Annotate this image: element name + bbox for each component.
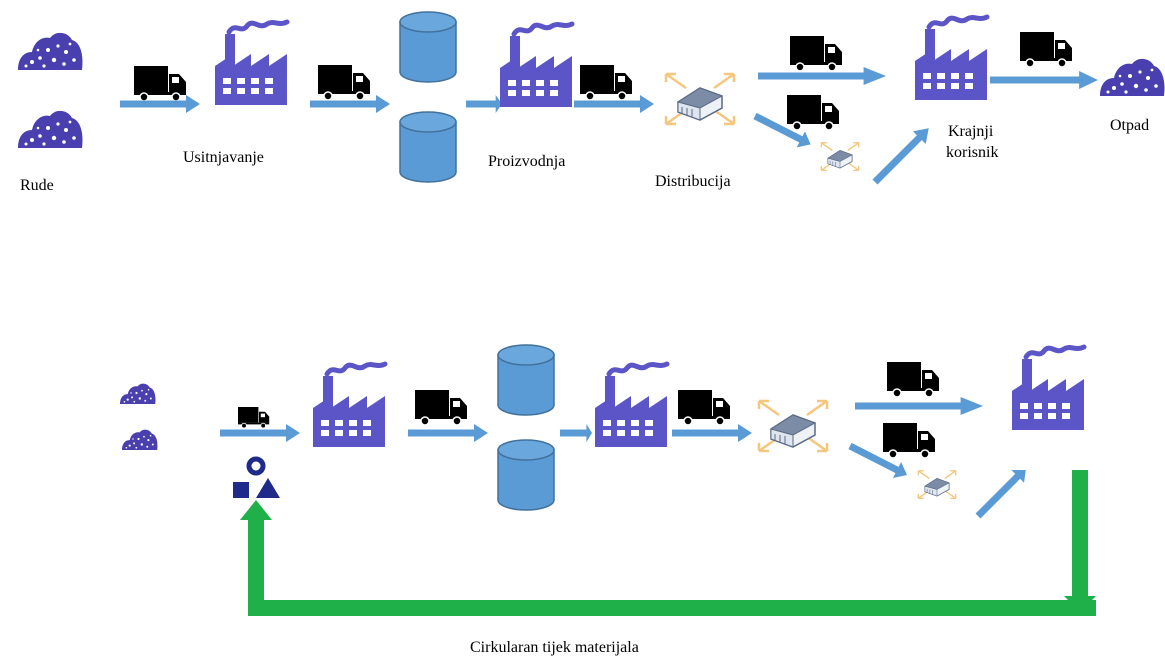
label-ores: Rude bbox=[20, 177, 54, 194]
factory-icon bbox=[313, 364, 385, 447]
tank-icon bbox=[497, 344, 555, 416]
ore-pile-icon bbox=[120, 383, 156, 404]
truck-icon bbox=[786, 94, 840, 131]
ore-pile-icon bbox=[122, 429, 158, 450]
ore-pile-icon bbox=[1100, 58, 1165, 96]
truck-icon bbox=[237, 406, 270, 429]
circular-flow: Cirkularan tijek materijala bbox=[120, 344, 1110, 656]
ore-pile-icon bbox=[18, 110, 83, 148]
label-end-user-1: Krajnji bbox=[948, 123, 994, 140]
truck-icon bbox=[579, 64, 633, 101]
flow-arrow bbox=[408, 424, 488, 442]
tank-icon bbox=[399, 111, 457, 183]
tank-icon bbox=[497, 439, 555, 511]
label-circular-flow: Cirkularan tijek materijala bbox=[470, 639, 639, 656]
warehouse-icon bbox=[917, 470, 957, 499]
truck-icon bbox=[882, 422, 936, 459]
truck-icon bbox=[886, 361, 940, 398]
flow-arrow bbox=[990, 71, 1098, 89]
factory-icon bbox=[500, 24, 572, 107]
flow-arrow bbox=[855, 397, 983, 415]
circular-return-arrow bbox=[240, 470, 1096, 616]
truck-icon bbox=[414, 389, 468, 426]
truck-icon bbox=[317, 64, 371, 101]
flow-arrow bbox=[466, 95, 502, 113]
truck-icon bbox=[677, 389, 731, 426]
flow-arrow bbox=[120, 95, 200, 113]
flow-arrow bbox=[560, 424, 592, 442]
truck-icon bbox=[789, 35, 843, 72]
tank-icon bbox=[399, 11, 457, 83]
warehouse-icon bbox=[757, 399, 829, 453]
linear-flow: Rude Usitnjavanje Proizvodnja Distribuci… bbox=[18, 11, 1165, 194]
truck-icon bbox=[1019, 31, 1073, 68]
flow-arrow bbox=[672, 424, 752, 442]
label-crushing: Usitnjavanje bbox=[183, 149, 264, 166]
label-waste: Otpad bbox=[1110, 117, 1149, 134]
flow-arrow bbox=[310, 95, 390, 113]
factory-icon bbox=[595, 364, 667, 447]
factory-icon bbox=[915, 17, 987, 100]
label-end-user-2: korisnik bbox=[946, 144, 998, 161]
truck-icon bbox=[133, 65, 187, 102]
flow-arrow bbox=[758, 67, 886, 85]
factory-icon bbox=[215, 22, 287, 105]
label-production: Proizvodnja bbox=[488, 153, 565, 170]
flow-arrow bbox=[868, 121, 936, 189]
ore-pile-icon bbox=[18, 32, 83, 70]
flow-arrow bbox=[971, 461, 1033, 523]
recycle-shapes-icon bbox=[233, 456, 280, 498]
factory-icon bbox=[1012, 347, 1084, 430]
warehouse-icon bbox=[820, 142, 860, 171]
warehouse-icon bbox=[664, 72, 736, 126]
label-distribution: Distribucija bbox=[655, 173, 731, 190]
flow-arrow bbox=[220, 424, 300, 442]
